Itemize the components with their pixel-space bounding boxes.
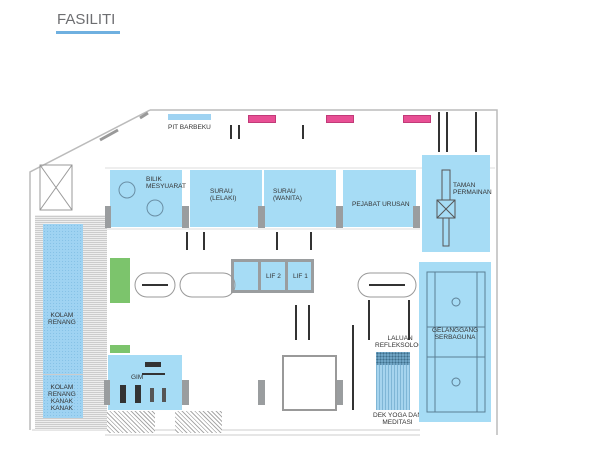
staircase-icon: [134, 272, 236, 298]
room-surau-wanita[interactable]: [264, 170, 336, 227]
hatched-area: [175, 411, 222, 433]
label-pit-barbeku: PIT BARBEKU: [168, 124, 211, 131]
room-taman-permainan[interactable]: [422, 155, 490, 252]
room-gelanggang-serbaguna[interactable]: [419, 262, 491, 422]
court-markings: [426, 271, 486, 413]
label-surau-lelaki: SURAU(LELAKI): [210, 188, 237, 202]
kolam-renang-pool: [43, 224, 83, 374]
open-room: [282, 355, 337, 411]
planter: [326, 115, 354, 123]
label-lif-2: LIF 2: [266, 273, 281, 280]
hatched-area: [107, 411, 155, 433]
label-pejabat-urusan: PEJABAT URUSAN: [352, 201, 410, 208]
lift-2[interactable]: [261, 262, 285, 290]
page-title: FASILITI: [57, 11, 116, 28]
lift-shaft: [234, 262, 258, 290]
planter: [248, 115, 276, 123]
bbq-pit: [168, 114, 211, 120]
green-area: [110, 258, 130, 303]
label-lif-1: LIF 1: [293, 273, 308, 280]
label-gim: GIM: [131, 374, 144, 381]
playground-icon: [436, 169, 456, 247]
kolam-kanak-pool: [43, 375, 83, 418]
green-area-small: [110, 345, 130, 353]
meeting-table-icon: [118, 181, 164, 217]
reflexology-path: [376, 352, 410, 365]
room-pejabat-urusan[interactable]: [343, 170, 416, 227]
staircase-icon: [357, 272, 417, 298]
planter: [403, 115, 431, 123]
lift-1[interactable]: [288, 262, 311, 290]
room-bilik-mesyuarat[interactable]: [110, 170, 182, 227]
label-surau-wanita: SURAU(WANITA): [273, 188, 302, 202]
title-underline: [56, 31, 120, 34]
room-surau-lelaki[interactable]: [190, 170, 262, 227]
gym-equipment-icon: [120, 362, 166, 403]
